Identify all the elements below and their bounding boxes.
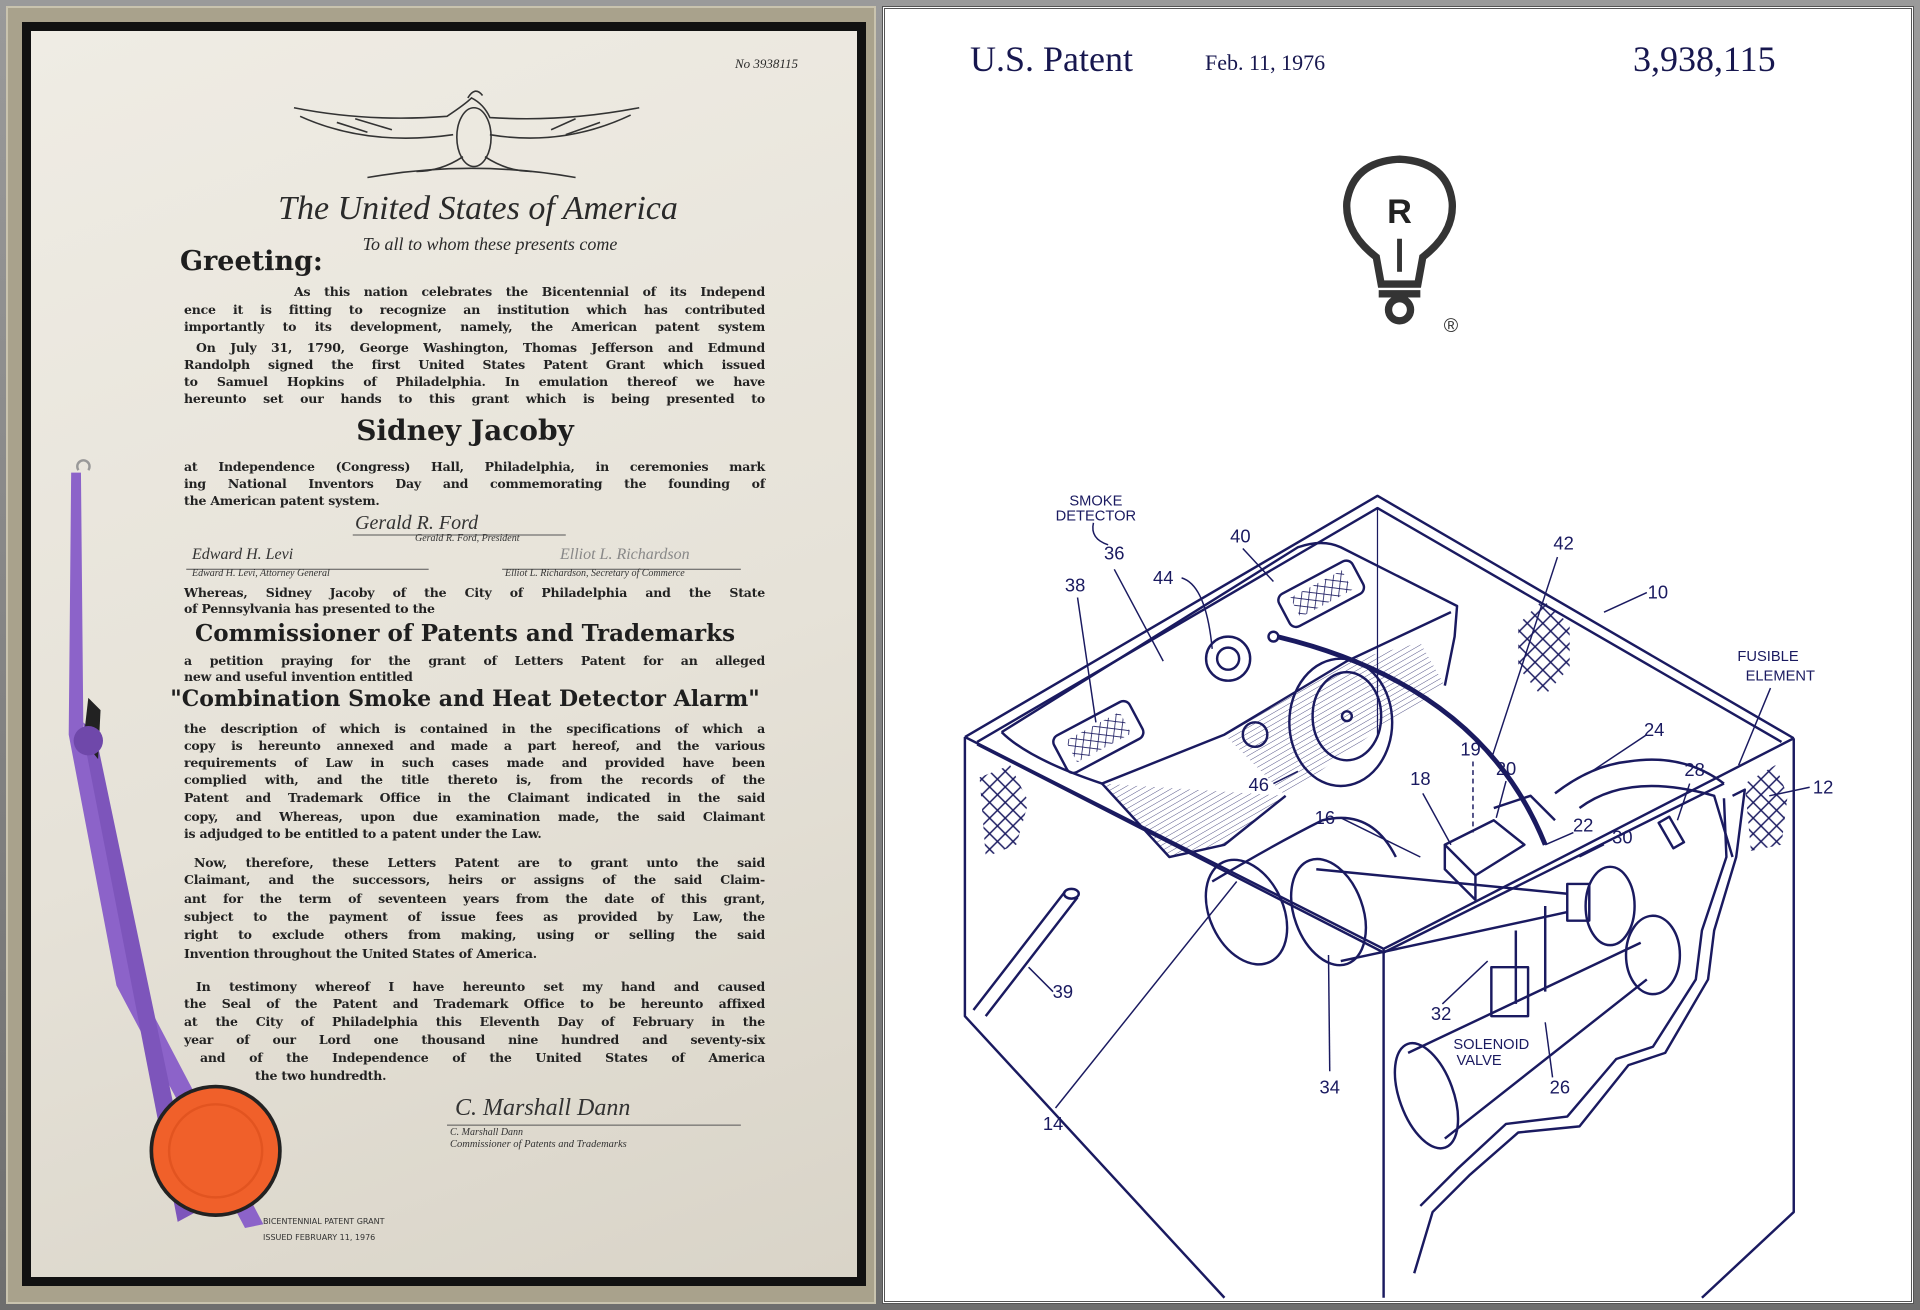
certificate-number: No 3938115 bbox=[735, 56, 798, 71]
label-valve: VALVE bbox=[1457, 1053, 1502, 1069]
commerce-title: Elliot L. Richardson, Secretary of Comme… bbox=[505, 568, 685, 579]
label-26: 26 bbox=[1550, 1076, 1570, 1097]
para2-line: to Samuel Hopkins of Philadelphia. In em… bbox=[184, 374, 765, 389]
now-therefore-line: subject to the payment of issue fees as … bbox=[184, 909, 765, 924]
label-40: 40 bbox=[1230, 525, 1250, 546]
label-10: 10 bbox=[1648, 582, 1668, 603]
whereas-line: of Pennsylvania has presented to the bbox=[184, 601, 435, 616]
seal bbox=[149, 1084, 282, 1217]
para2-line: On July 31, 1790, George Washington, Tho… bbox=[196, 340, 765, 355]
label-34: 34 bbox=[1320, 1076, 1340, 1097]
description-line: copy is hereunto annexed and made a part… bbox=[184, 738, 765, 753]
box-left-face bbox=[963, 737, 1226, 1299]
attorney-general-title: Edward H. Levi, Attorney General bbox=[192, 568, 330, 579]
patent-drawing bbox=[963, 494, 1810, 1299]
patent-date: Feb. 11, 1976 bbox=[1205, 50, 1326, 75]
logo-letter: R bbox=[1387, 193, 1412, 231]
bulb-logo bbox=[1343, 155, 1456, 325]
box-right-face bbox=[1701, 738, 1795, 1299]
label-28: 28 bbox=[1684, 759, 1704, 780]
signature-president: Gerald R. Ford bbox=[355, 512, 479, 534]
invention-title: "Combination Smoke and Heat Detector Ala… bbox=[170, 686, 760, 712]
now-therefore-line: Claimant, and the successors, heirs or a… bbox=[184, 872, 765, 887]
label-element: ELEMENT bbox=[1746, 669, 1815, 685]
certificate-heading: The United States of America bbox=[278, 190, 678, 227]
signature-commerce: Elliot L. Richardson bbox=[560, 546, 690, 563]
para1-line: ence it is fitting to recognize an insti… bbox=[184, 302, 765, 317]
label-46: 46 bbox=[1249, 774, 1269, 795]
whereas-line: Whereas, Sidney Jacoby of the City of Ph… bbox=[184, 585, 765, 600]
testimony-line: In testimony whereof I have hereunto set… bbox=[196, 979, 765, 994]
testimony-line: at the City of Philadelphia this Elevent… bbox=[184, 1014, 765, 1029]
label-solenoid: SOLENOID bbox=[1453, 1037, 1529, 1053]
description-line: complied with, and the title thereto is,… bbox=[184, 772, 765, 787]
petition-line: new and useful invention entitled bbox=[184, 669, 413, 684]
label-19: 19 bbox=[1460, 738, 1480, 759]
label-detector: DETECTOR bbox=[1056, 508, 1137, 524]
now-therefore-line: Invention throughout the United States o… bbox=[184, 946, 537, 961]
registered-mark: ® bbox=[1444, 315, 1459, 337]
label-20: 20 bbox=[1496, 758, 1516, 779]
signature-attorney-general: Edward H. Levi bbox=[192, 546, 294, 563]
description-line: requirements of Law in such cases made a… bbox=[184, 755, 765, 770]
para2-line: hereunto set our hands to this grant whi… bbox=[184, 391, 765, 406]
footer-grant: BICENTENNIAL PATENT GRANT bbox=[263, 1217, 385, 1226]
patent-number: 3,938,115 bbox=[1633, 39, 1776, 79]
patent-label: U.S. Patent bbox=[970, 39, 1134, 79]
commissioner-name: C. Marshall Dann bbox=[450, 1127, 524, 1138]
para3-line: the American patent system. bbox=[184, 493, 380, 508]
para1-line: As this nation celebrates the Bicentenni… bbox=[294, 284, 765, 299]
signature-lines bbox=[186, 534, 741, 1126]
ribbon bbox=[68, 459, 264, 1228]
label-32: 32 bbox=[1431, 1003, 1451, 1024]
testimony-line: year of our Lord one thousand nine hundr… bbox=[184, 1032, 765, 1047]
greeting: Greeting: bbox=[180, 246, 323, 277]
footer-issued: ISSUED FEBRUARY 11, 1976 bbox=[263, 1233, 376, 1242]
description-line: the description of which is contained in… bbox=[184, 721, 765, 736]
description-line: copy, and Whereas, upon due examination … bbox=[184, 809, 765, 824]
drawing-labels: SMOKE DETECTOR 36 38 44 40 42 10 FUSIBLE… bbox=[1043, 494, 1834, 1134]
testimony-line: the Seal of the Patent and Trademark Off… bbox=[184, 996, 765, 1011]
label-30: 30 bbox=[1612, 827, 1632, 848]
label-42: 42 bbox=[1553, 533, 1573, 554]
description-line: is adjudged to be entitled to a patent u… bbox=[184, 826, 542, 841]
label-16: 16 bbox=[1315, 807, 1335, 828]
para1-line: importantly to its development, namely, … bbox=[184, 319, 765, 334]
testimony-line: and of the Independence of the United St… bbox=[200, 1050, 765, 1065]
description-line: Patent and Trademark Office in the Claim… bbox=[184, 790, 765, 805]
now-therefore-line: Now, therefore, these Letters Patent are… bbox=[194, 855, 765, 870]
para3-line: at Independence (Congress) Hall, Philade… bbox=[184, 459, 765, 474]
label-36: 36 bbox=[1104, 543, 1124, 564]
testimony-line: the two hundredth. bbox=[255, 1068, 387, 1083]
commissioner-title: Commissioner of Patents and Trademarks bbox=[450, 1139, 627, 1150]
recipient-name: Sidney Jacoby bbox=[356, 414, 574, 447]
label-14: 14 bbox=[1043, 1113, 1063, 1134]
label-smoke: SMOKE bbox=[1069, 494, 1122, 510]
para3-line: ing National Inventors Day and commemora… bbox=[184, 476, 765, 491]
para2-line: Randolph signed the first United States … bbox=[184, 357, 765, 372]
label-39: 39 bbox=[1053, 981, 1073, 1002]
label-44: 44 bbox=[1153, 567, 1173, 588]
signature-commissioner: C. Marshall Dann bbox=[455, 1095, 631, 1121]
box-top-rim bbox=[964, 494, 1795, 740]
commissioner-heading: Commissioner of Patents and Trademarks bbox=[194, 620, 736, 647]
now-therefore-line: right to exclude others from making, usi… bbox=[184, 927, 765, 942]
label-24: 24 bbox=[1644, 719, 1664, 740]
label-18: 18 bbox=[1410, 768, 1430, 789]
label-12: 12 bbox=[1813, 776, 1833, 797]
label-fusible: FUSIBLE bbox=[1737, 649, 1798, 665]
president-title: Gerald R. Ford, President bbox=[415, 533, 520, 544]
eagle-emblem bbox=[293, 90, 640, 179]
label-22: 22 bbox=[1573, 814, 1593, 835]
label-38: 38 bbox=[1065, 574, 1085, 595]
now-therefore-line: ant for the term of seventeen years from… bbox=[184, 891, 765, 906]
certificate-subheading: To all to whom these presents come bbox=[362, 234, 618, 254]
petition-line: a petition praying for the grant of Lett… bbox=[184, 653, 765, 668]
